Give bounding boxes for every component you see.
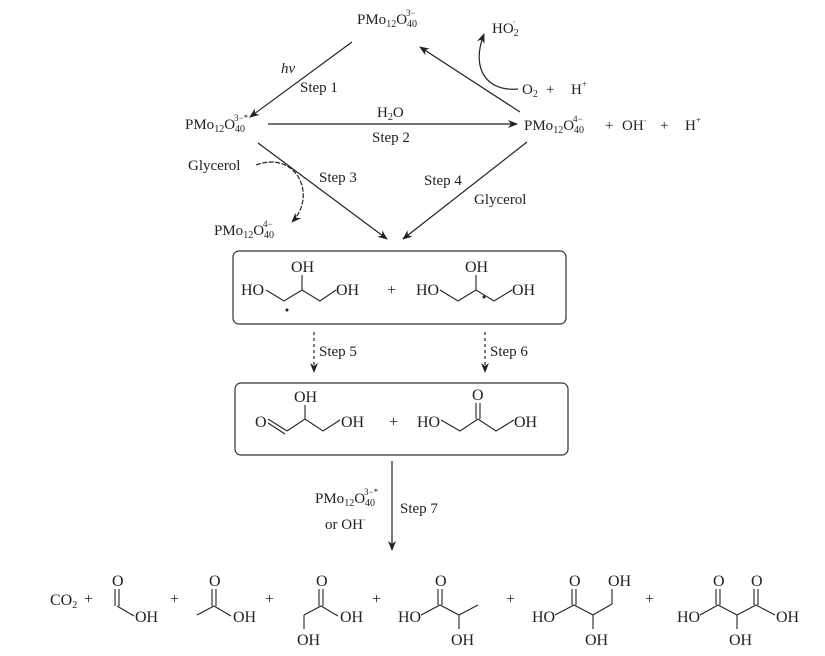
svg-text:O: O (316, 573, 328, 590)
svg-text:OH: OH (585, 632, 609, 649)
svg-text:O: O (255, 414, 267, 431)
svg-text:CO2: CO2 (50, 592, 77, 611)
products-plus-4: + (372, 591, 381, 608)
svg-text:+: + (546, 82, 554, 98)
svg-text:HO: HO (398, 609, 421, 626)
intermediates-plus: + (389, 414, 398, 431)
step6-label: Step 6 (490, 344, 528, 360)
svg-text:OH: OH (135, 609, 159, 626)
pmo-excited-state: PMo12O403−* (185, 113, 249, 135)
svg-text:HO: HO (416, 282, 439, 299)
step5-label: Step 5 (319, 344, 357, 360)
hv-label: hν (281, 61, 296, 77)
dihydroxyacetone: HO O OH (417, 387, 538, 432)
svg-text:O2: O2 (522, 82, 538, 100)
svg-text:OH: OH (776, 609, 800, 626)
svg-text:HO2·: HO2· (492, 17, 519, 39)
step1-label: Step 1 (300, 80, 338, 96)
products-plus-2: + (170, 591, 179, 608)
glyceryl-radical-primary: HO OH OH (241, 259, 360, 312)
svg-text:O: O (472, 387, 484, 404)
radicals-box (232, 250, 567, 325)
svg-text:O: O (751, 573, 763, 590)
svg-text:OH: OH (233, 609, 257, 626)
ho2-radical: HO2· (492, 17, 519, 39)
svg-text:H+: H+ (685, 115, 701, 134)
svg-text:OH: OH (465, 259, 489, 276)
product-lactic-acid: HO O OH (398, 573, 479, 649)
svg-text:O: O (209, 573, 221, 590)
svg-text:OH: OH (336, 282, 360, 299)
h2o-label: H2O (377, 105, 404, 123)
svg-text:OH: OH (514, 414, 538, 431)
svg-text:OH·: OH· (622, 116, 647, 134)
svg-text:O: O (435, 573, 447, 590)
svg-text:PMo12O404−: PMo12O404− (214, 219, 274, 241)
svg-text:OH: OH (294, 389, 318, 406)
svg-text:HO: HO (417, 414, 440, 431)
product-glyceric-acid: HO O OH OH (532, 573, 632, 649)
product-co2: CO2 (50, 592, 77, 611)
svg-text:PMo12O403−: PMo12O403− (357, 8, 417, 30)
svg-text:O: O (713, 573, 725, 590)
step7-label: Step 7 (400, 501, 438, 517)
glycerol-to-pmo-curved-arrow (255, 161, 304, 223)
svg-text:OH: OH (341, 414, 365, 431)
step4-arrow (402, 141, 528, 240)
pmo-reduced-state: PMo12O404− + OH· + H+ (524, 114, 701, 136)
product-tartronic-acid: HO O O OH OH (677, 573, 800, 649)
products-plus-5: + (506, 591, 515, 608)
o2-plus-h: O2 + H+ (522, 79, 587, 100)
svg-text:PMo12O403−*: PMo12O403−* (315, 487, 379, 509)
products-plus-6: + (645, 591, 654, 608)
svg-text:HO: HO (677, 609, 700, 626)
step3-label: Step 3 (319, 170, 357, 186)
products-plus-1: + (84, 591, 93, 608)
svg-text:H+: H+ (571, 79, 587, 98)
svg-text:OH: OH (451, 632, 475, 649)
product-glycolic-acid: O OH OH (297, 573, 364, 649)
svg-text:OH: OH (340, 609, 364, 626)
glyceryl-radical-secondary: HO OH OH (416, 259, 536, 302)
svg-text:PMo12O403−*: PMo12O403−* (185, 113, 249, 135)
step7-reagent: PMo12O403−* or OH· (315, 487, 379, 533)
svg-text:+: + (660, 118, 668, 134)
step2-label: Step 2 (372, 130, 410, 146)
svg-text:+: + (605, 118, 613, 134)
svg-text:OH: OH (512, 282, 536, 299)
pmo-ground-state: PMo12O403− (357, 8, 417, 30)
step1-arrow (249, 41, 353, 118)
svg-text:HO: HO (532, 609, 555, 626)
svg-text:PMo12O404−: PMo12O404− (524, 114, 584, 136)
product-formic-acid: O OH (112, 573, 159, 626)
svg-text:O: O (569, 573, 581, 590)
svg-text:HO: HO (241, 282, 264, 299)
step3-arrow (257, 142, 388, 240)
glyceraldehyde: O OH OH (255, 389, 365, 435)
svg-text:OH: OH (729, 632, 753, 649)
step4-label: Step 4 (424, 173, 462, 189)
svg-text:or OH·: or OH· (325, 515, 366, 533)
glycerol-right-label: Glycerol (474, 192, 526, 208)
svg-text:OH: OH (291, 259, 315, 276)
product-acetic-acid: O OH (196, 573, 257, 626)
pmo-reduced-side: PMo12O404− (214, 219, 274, 241)
glycerol-left-label: Glycerol (188, 158, 240, 174)
radicals-plus: + (387, 282, 396, 299)
intermediates-box (234, 382, 569, 456)
svg-text:OH: OH (297, 632, 321, 649)
svg-text:O: O (112, 573, 124, 590)
regeneration-arrow (419, 46, 521, 113)
products-plus-3: + (265, 591, 274, 608)
o2-to-ho2-curved-arrow (477, 33, 519, 90)
svg-text:OH: OH (608, 573, 632, 590)
